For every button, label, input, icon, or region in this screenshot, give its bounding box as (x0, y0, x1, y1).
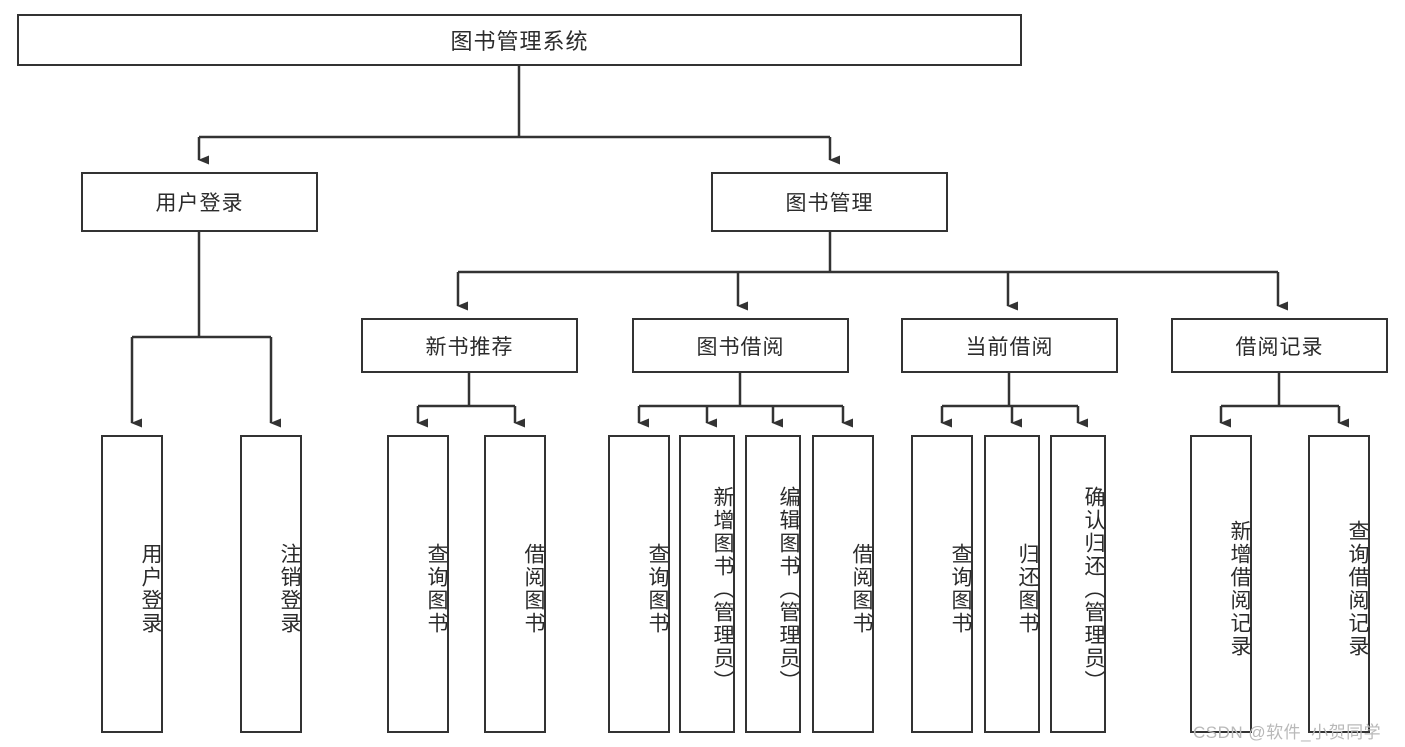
node-user-login[interactable]: 用户登录 (81, 172, 318, 232)
node-leaf-add-borrow-record-label: 新增借阅记录 (1228, 520, 1251, 658)
node-book-borrow[interactable]: 图书借阅 (632, 318, 849, 373)
node-leaf-user-login[interactable]: 用户登录 (101, 435, 163, 733)
node-user-login-label: 用户登录 (155, 192, 244, 215)
node-leaf-borrow-book-2-label: 借阅图书 (850, 543, 873, 635)
node-new-book-recommend[interactable]: 新书推荐 (361, 318, 578, 373)
node-leaf-borrow-book-2[interactable]: 借阅图书 (812, 435, 874, 733)
node-borrow-record[interactable]: 借阅记录 (1171, 318, 1388, 373)
node-root[interactable]: 图书管理系统 (17, 14, 1022, 66)
node-current-borrow[interactable]: 当前借阅 (901, 318, 1118, 373)
node-book-manage-label: 图书管理 (785, 192, 874, 215)
node-leaf-confirm-return-admin[interactable]: 确认归还（管理员） (1050, 435, 1106, 733)
node-root-label: 图书管理系统 (450, 29, 589, 54)
node-leaf-return-book-label: 归还图书 (1016, 543, 1039, 635)
node-leaf-confirm-return-admin-label: 确认归还（管理员） (1082, 485, 1105, 693)
node-leaf-query-borrow-record-label: 查询借阅记录 (1346, 520, 1369, 658)
node-leaf-edit-book-admin-label: 编辑图书（管理员） (777, 485, 800, 693)
node-leaf-query-book-3-label: 查询图书 (949, 543, 972, 635)
node-new-book-recommend-label: 新书推荐 (425, 335, 514, 359)
node-leaf-query-book-3[interactable]: 查询图书 (911, 435, 973, 733)
node-leaf-logout-login-label: 注销登录 (278, 543, 301, 635)
node-leaf-logout-login[interactable]: 注销登录 (240, 435, 302, 733)
node-leaf-query-book-2[interactable]: 查询图书 (608, 435, 670, 733)
node-leaf-add-book-admin[interactable]: 新增图书（管理员） (679, 435, 735, 733)
node-leaf-user-login-label: 用户登录 (139, 543, 162, 635)
node-leaf-query-borrow-record[interactable]: 查询借阅记录 (1308, 435, 1370, 733)
node-leaf-edit-book-admin[interactable]: 编辑图书（管理员） (745, 435, 801, 733)
watermark: CSDN @软件_小贺同学 (1193, 723, 1382, 742)
node-leaf-borrow-book-1[interactable]: 借阅图书 (484, 435, 546, 733)
node-current-borrow-label: 当前借阅 (965, 335, 1054, 359)
node-leaf-query-book-2-label: 查询图书 (646, 543, 669, 635)
node-leaf-add-borrow-record[interactable]: 新增借阅记录 (1190, 435, 1252, 733)
node-book-borrow-label: 图书借阅 (696, 335, 785, 359)
node-leaf-return-book[interactable]: 归还图书 (984, 435, 1040, 733)
node-leaf-query-book-1[interactable]: 查询图书 (387, 435, 449, 733)
node-leaf-add-book-admin-label: 新增图书（管理员） (711, 485, 734, 693)
node-borrow-record-label: 借阅记录 (1235, 335, 1324, 359)
node-leaf-borrow-book-1-label: 借阅图书 (522, 543, 545, 635)
node-leaf-query-book-1-label: 查询图书 (425, 543, 448, 635)
node-book-manage[interactable]: 图书管理 (711, 172, 948, 232)
